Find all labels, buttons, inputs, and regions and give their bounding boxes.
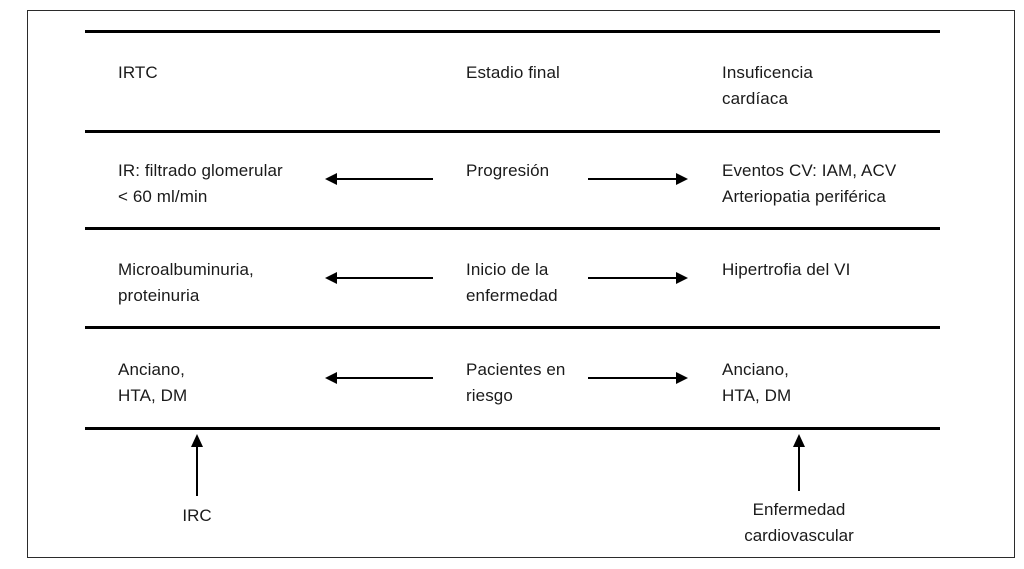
row-2-arrow-right-icon — [588, 269, 688, 287]
arrowhead-left — [325, 272, 337, 284]
column-header-insuficiencia-cardiaca: Insuficencia cardíaca — [722, 63, 813, 108]
row-2-right-cell: Hipertrofia del VI — [722, 260, 851, 279]
enfermedad-cardiovascular-arrow-up-icon — [792, 434, 806, 491]
diagram-frame — [27, 10, 1015, 558]
rule-after-row-3 — [85, 427, 940, 430]
rule-after-header — [85, 130, 940, 133]
arrow-shaft — [588, 178, 679, 180]
arrow-shaft — [588, 377, 679, 379]
footer-label-enfermedad-cardiovascular: Enfermedad cardiovascular — [744, 500, 854, 545]
arrowhead-right — [676, 272, 688, 284]
arrowhead-right — [676, 173, 688, 185]
rule-after-row-1 — [85, 227, 940, 230]
row-3-left-cell: Anciano, HTA, DM — [118, 360, 188, 405]
arrowhead-up — [793, 434, 805, 447]
row-3-right-cell: Anciano, HTA, DM — [722, 360, 792, 405]
arrow-shaft — [334, 377, 433, 379]
arrow-shaft — [196, 444, 198, 496]
arrow-shaft — [334, 178, 433, 180]
row-1-right-cell: Eventos CV: IAM, ACV Arteriopatia perifé… — [722, 161, 897, 206]
row-1-arrow-left-icon — [325, 170, 433, 188]
row-3-arrow-left-icon — [325, 369, 433, 387]
arrowhead-up — [191, 434, 203, 447]
column-header-estadio-final: Estadio final — [466, 63, 560, 82]
arrow-shaft — [798, 444, 800, 491]
rule-top — [85, 30, 940, 33]
row-1-left-cell: IR: filtrado glomerular < 60 ml/min — [118, 161, 283, 206]
arrowhead-right — [676, 372, 688, 384]
rule-after-row-2 — [85, 326, 940, 329]
arrow-shaft — [334, 277, 433, 279]
row-3-arrow-right-icon — [588, 369, 688, 387]
row-1-middle-cell: Progresión — [466, 161, 550, 180]
arrowhead-left — [325, 173, 337, 185]
row-2-left-cell: Microalbuminuria, proteinuria — [118, 260, 254, 305]
arrowhead-left — [325, 372, 337, 384]
row-3-middle-cell: Pacientes en riesgo — [466, 360, 566, 405]
footer-label-irc: IRC — [182, 506, 212, 525]
row-2-arrow-left-icon — [325, 269, 433, 287]
arrow-shaft — [588, 277, 679, 279]
column-header-irtc: IRTC — [118, 63, 158, 82]
irc-arrow-up-icon — [190, 434, 204, 496]
row-2-middle-cell: Inicio de la enfermedad — [466, 260, 558, 305]
row-1-arrow-right-icon — [588, 170, 688, 188]
